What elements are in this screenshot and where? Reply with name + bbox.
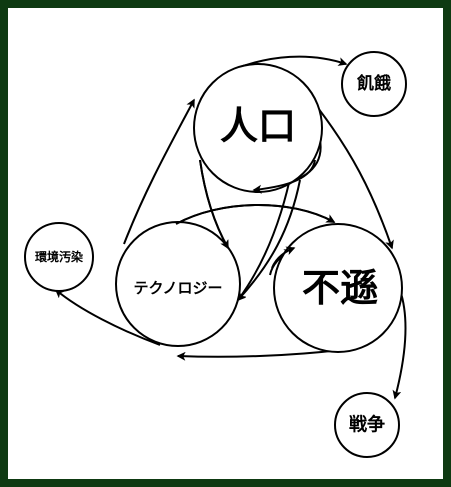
edge-shortage-to-population-overlay [252, 159, 316, 194]
edge-shortage-to-technology [176, 349, 341, 361]
node-war-label: 戦争 [349, 414, 385, 436]
node-famine-label: 飢餓 [356, 73, 391, 94]
node-war-circle [334, 392, 400, 458]
edge-population-to-technology-overlay [199, 159, 229, 250]
node-famine-circle [341, 51, 407, 117]
edge-technology-to-shortage-overlay [175, 204, 336, 225]
edge-shortage-to-war [392, 289, 407, 400]
edge-shortage-to-technology-inner-overlay [236, 179, 301, 302]
edge-technology-to-pollution [54, 289, 161, 346]
edge-technology-to-population [123, 98, 195, 245]
node-shortage-circle [273, 223, 403, 353]
node-technology-label: テクノロジー [133, 279, 222, 297]
node-pollution-circle [24, 222, 94, 292]
node-shortage-label: 不遜 [302, 266, 378, 310]
edge-population-to-shortage [317, 107, 394, 250]
node-pollution-label: 環境汚染 [35, 249, 84, 264]
edge-middle-to-shortage-overlay [271, 246, 296, 269]
node-population-label: 人口 [220, 104, 296, 148]
